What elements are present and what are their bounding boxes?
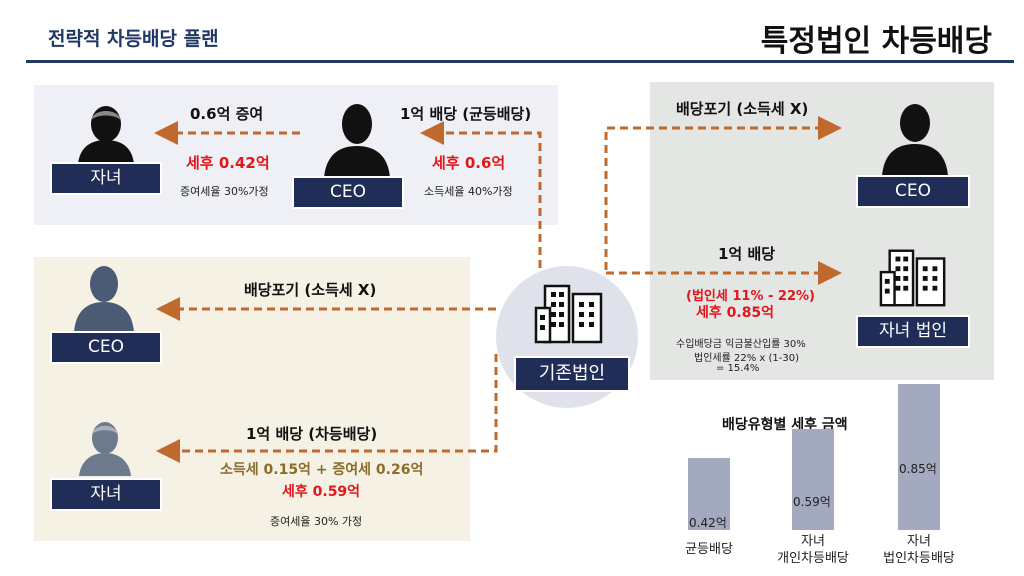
individual-tax-line: 소득세 0.15억 + 증여세 0.26억 [220,462,424,478]
child-person-icon [78,106,134,164]
building-icon [534,284,603,344]
chart-bar [792,429,834,530]
child-label-box-2: 자녀 [50,478,162,511]
chart-category-label: 자녀 개인차등배당 [777,534,849,566]
income-tax-note: 소득세율 40%가정 [424,185,513,198]
chart-bar-value-label: 0.59억 [793,495,831,509]
individual-gift-tax-note: 증여세율 30% 가정 [270,515,363,528]
chart-bar [898,384,940,530]
arrow-differential-individual [156,354,498,463]
uniform-dividend-label: 1억 배당 (균등배당) [400,105,532,123]
ceo-person-icon [324,104,390,178]
page-subtitle: 전략적 차등배당 플랜 [48,28,219,50]
corp-note-line1: 수입배당금 익금불산입률 30% [676,339,806,350]
ceo-label-box-3: CEO [856,175,970,208]
child-label-box: 자녀 [50,162,162,195]
gift-after-tax: 세후 0.42억 [186,154,270,172]
ceo-person-icon-2 [74,266,134,332]
chart-category-label: 균등배당 [685,542,733,557]
ceo-label-box: CEO [292,176,404,209]
corporate-after-tax: 세후 0.85억 [696,305,775,321]
chart-bar [688,458,730,530]
waive-label-corporate: 배당포기 (소득세 X) [676,100,809,118]
chart-bar-value-label: 0.85억 [899,462,937,476]
ceo-label-box-2: CEO [50,331,162,364]
differential-dividend-label: 1억 배당 (차등배당) [246,425,378,443]
header-divider [26,60,1014,63]
gift-label: 0.6억 증여 [190,105,264,123]
page-title: 특정법인 차등배당 [760,24,992,59]
child-corp-building-icon [879,249,946,307]
existing-corp-label: 기존법인 [514,356,630,392]
waive-label-individual: 배당포기 (소득세 X) [244,281,377,299]
arrow-uniform-dividend [420,121,542,268]
corp-note-line3: = 15.4% [716,363,760,374]
corporate-dividend-label: 1억 배당 [718,245,776,263]
child-corp-label-box: 자녀 법인 [856,315,970,348]
individual-after-tax: 세후 0.59억 [282,484,361,500]
corp-tax-range: (법인세 11% - 22%) [686,289,815,304]
corp-note-line2: 법인세률 22% x (1-30) [694,353,799,364]
chart-category-label: 자녀 법인차등배당 [883,534,955,566]
gift-tax-note: 증여세율 30%가정 [180,185,269,198]
uniform-after-tax: 세후 0.6억 [432,154,506,172]
child-person-icon-2 [79,422,131,476]
chart-bar-value-label: 0.42억 [689,516,727,530]
ceo-person-icon-3 [882,104,948,176]
